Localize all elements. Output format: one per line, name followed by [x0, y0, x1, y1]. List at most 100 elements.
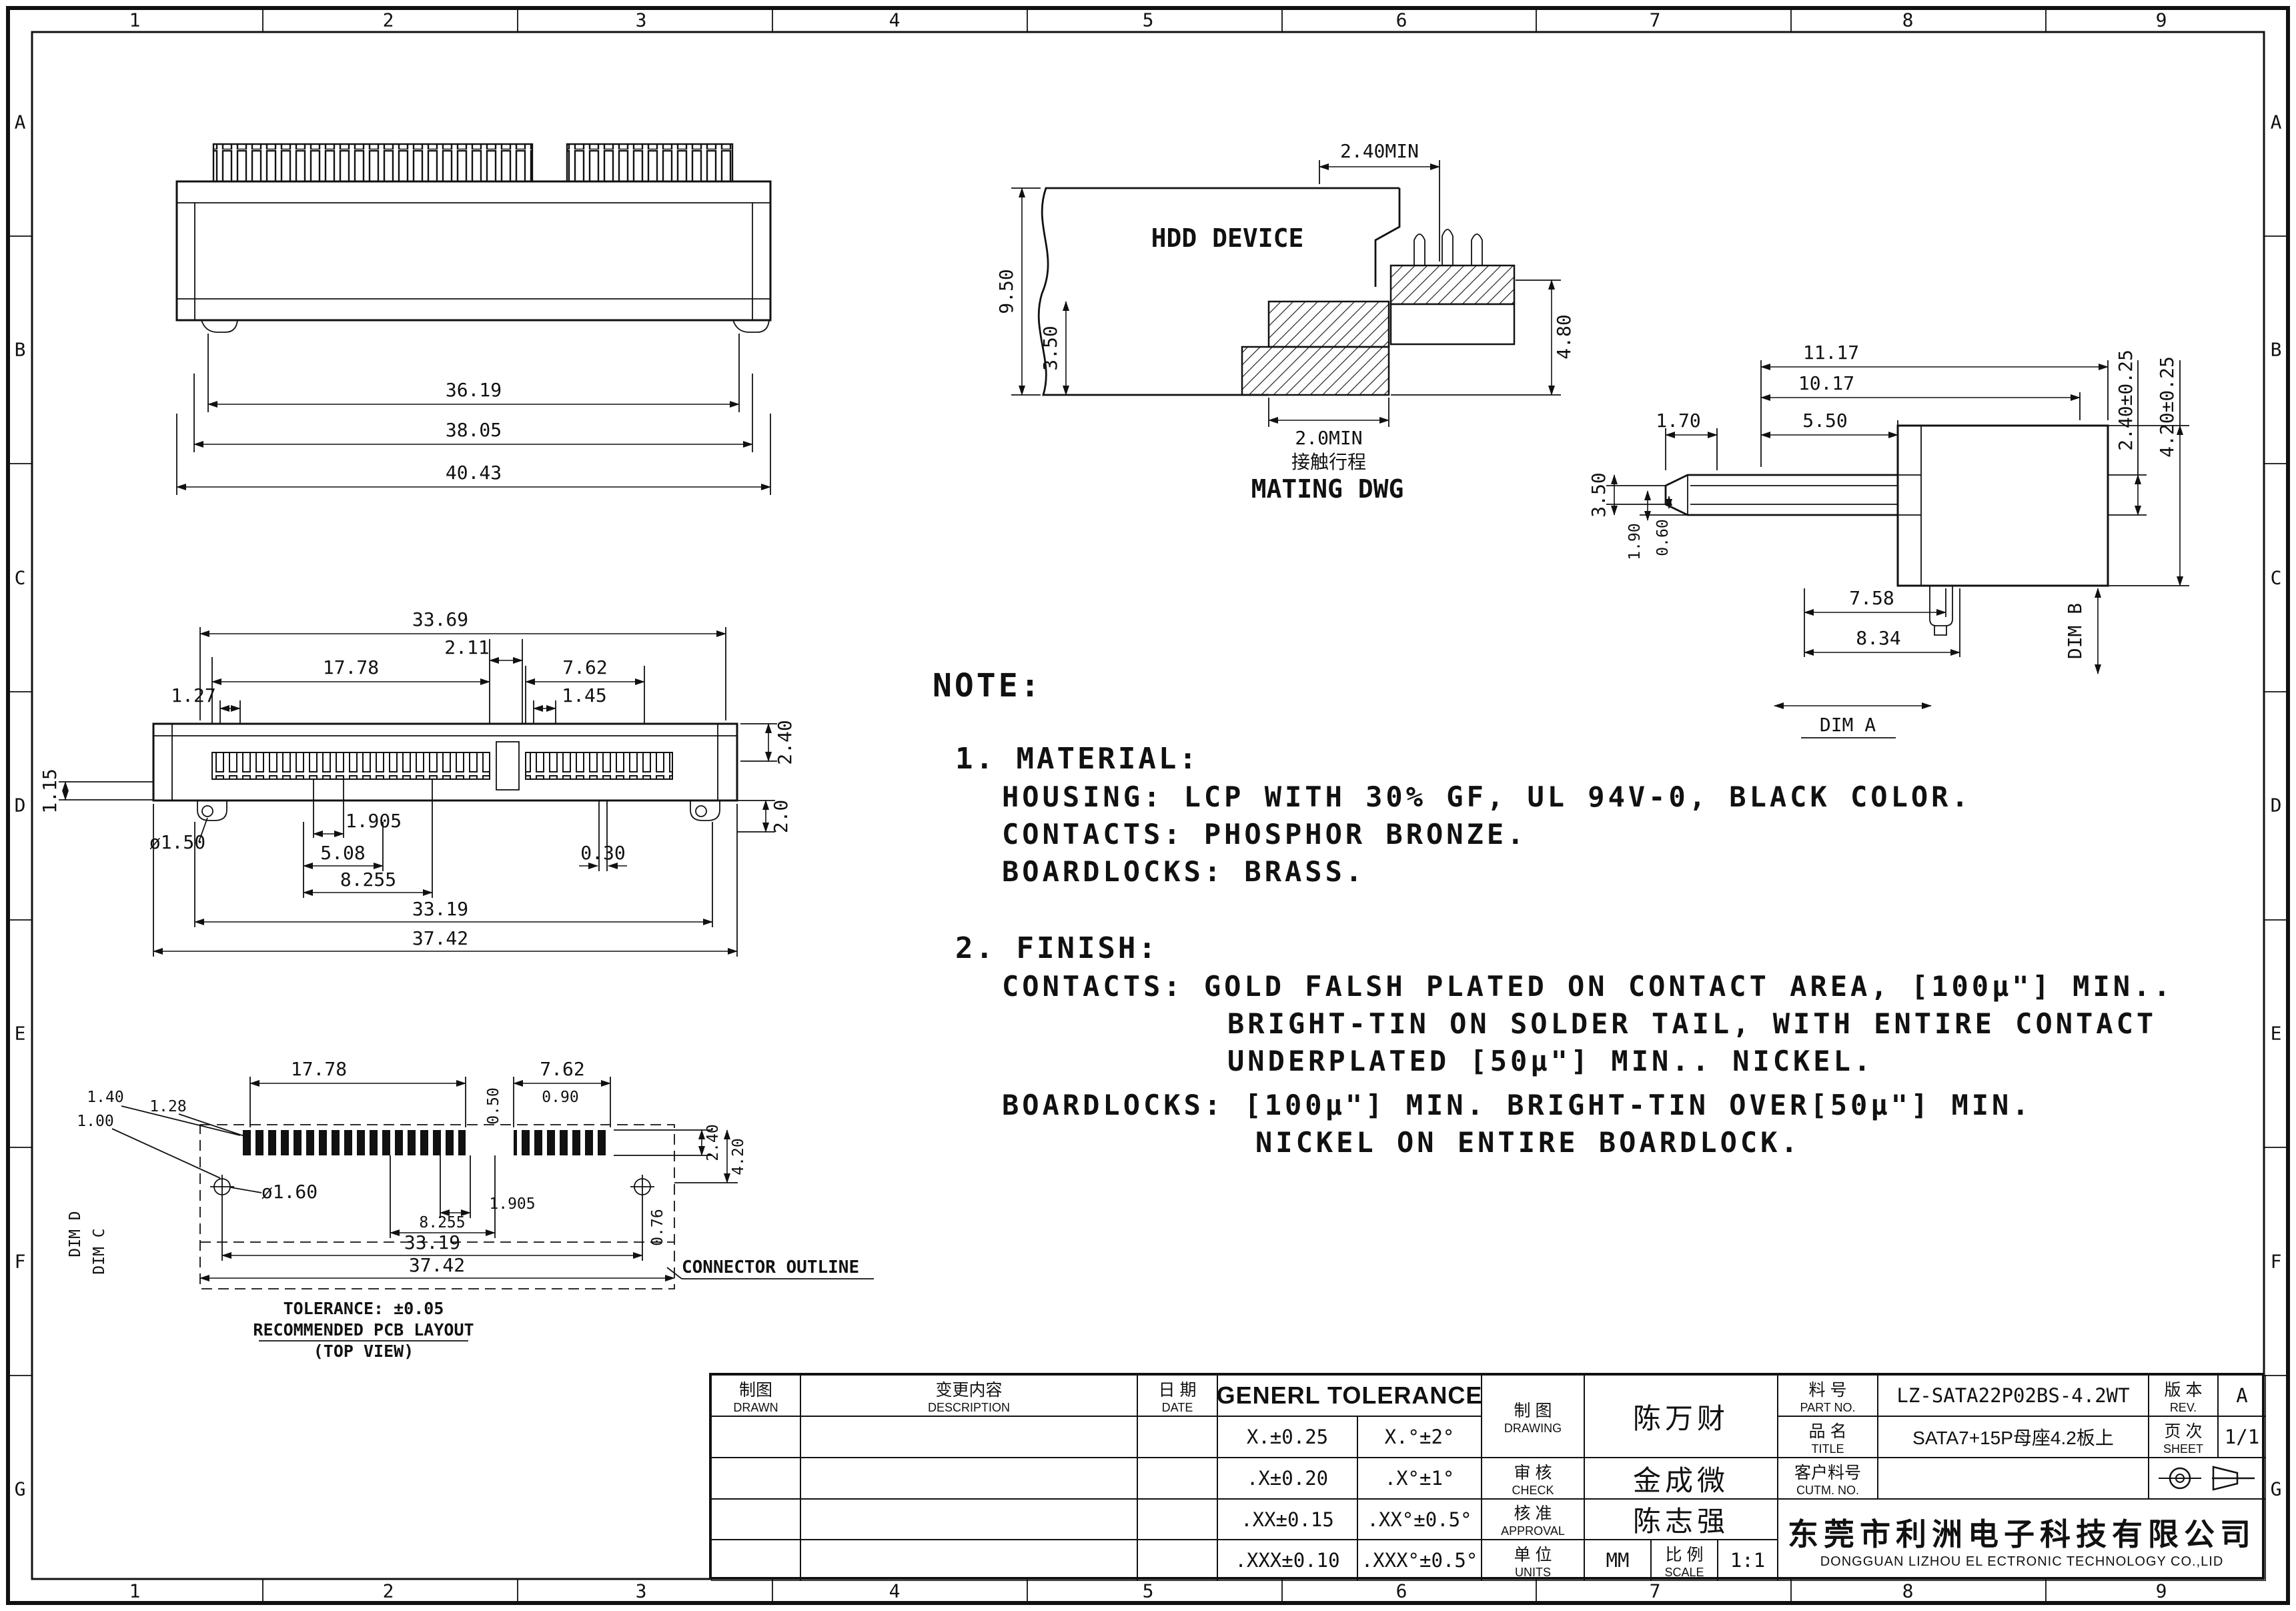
tol-angle-4: .XXX°±0.5° [1361, 1549, 1478, 1572]
grid-row-label: F [14, 1250, 26, 1273]
side-dim-11-17: 11.17 [1803, 342, 1859, 364]
cell-date-header: 日 期 DATE [1137, 1375, 1217, 1416]
pcb-dim-17-78: 17.78 [291, 1058, 347, 1080]
units-value: MM [1606, 1549, 1630, 1572]
grid-row-label: D [2270, 794, 2282, 817]
note-line: BRIGHT-TIN ON SOLDER TAIL, WITH ENTIRE C… [1227, 1007, 2157, 1040]
mating-dim-2-40min: 2.40MIN [1340, 140, 1419, 162]
cell-drawn-header: 制图 DRAWN [711, 1375, 800, 1416]
side-dim-3-50: 3.50 [1588, 472, 1610, 517]
grid-row-label: C [14, 566, 26, 589]
approval-label-en: APPROVAL [1501, 1524, 1565, 1538]
approval-name: 陈志强 [1632, 1506, 1729, 1537]
pcb-top-view-caption: (TOP VIEW) [314, 1341, 414, 1361]
rev-label-cn: 版 本 [2164, 1380, 2203, 1400]
dim-33-19: 33.19 [412, 898, 468, 920]
cell-description-header: 变更内容 DESCRIPTION [800, 1375, 1137, 1416]
pcb-dim-1-905: 1.905 [489, 1195, 535, 1213]
scale-value: 1:1 [1730, 1549, 1766, 1572]
tol-linear-1: X.±0.25 [1246, 1426, 1329, 1448]
pcb-dim-d-label: DIM D [67, 1211, 84, 1257]
grid-row-label: B [2270, 338, 2282, 361]
pcb-dim-1-40: 1.40 [87, 1089, 123, 1106]
pcb-dim-7-62: 7.62 [540, 1058, 584, 1080]
empty-cell [800, 1458, 1137, 1499]
cell-company: 东莞市利洲电子科技有限公司 DONGGUAN LIZHOU EL ECTRONI… [1778, 1499, 2266, 1581]
note-line: NICKEL ON ENTIRE BOARDLOCK. [1255, 1126, 1801, 1159]
units-label-en: UNITS [1515, 1565, 1551, 1579]
cell-tol-linear-3: .XX±0.15 [1217, 1499, 1357, 1540]
pcb-dim-0-90: 0.90 [542, 1089, 578, 1106]
cell-sheet-value: 1/1 [2218, 1416, 2266, 1458]
note-line: CONTACTS: GOLD FALSH PLATED ON CONTACT A… [1002, 970, 2174, 1003]
grid-col-label: 2 [382, 1580, 394, 1602]
view-top-connector: 36.19 38.05 40.43 [175, 143, 772, 495]
grid-row-label: E [2270, 1022, 2282, 1045]
mating-dim-3-50: 3.50 [1039, 326, 1061, 370]
dim-d1-50: ø1.50 [149, 831, 205, 853]
cell-scale-value: 1:1 [1718, 1540, 1778, 1581]
grid-col-label: 4 [889, 1580, 901, 1602]
dim-2-40: 2.40 [774, 720, 796, 764]
cell-tol-linear-1: X.±0.25 [1217, 1416, 1357, 1458]
grid-col-label: 8 [1902, 9, 1914, 31]
pin-teeth-left [212, 143, 534, 183]
tol-angle-1: X.°±2° [1384, 1426, 1455, 1448]
dim-1-45: 1.45 [562, 684, 606, 706]
dim-38-05: 38.05 [446, 419, 502, 441]
sheet-label-en: SHEET [2163, 1442, 2203, 1456]
pcb-dim-1-28: 1.28 [149, 1098, 186, 1115]
cell-projection-symbol [2149, 1458, 2266, 1499]
grid-col-label: 6 [1395, 9, 1407, 31]
empty-cell [800, 1416, 1137, 1458]
note-line: BOARDLOCKS: BRASS. [1002, 855, 1366, 888]
grid-col-label: 8 [1902, 1580, 1914, 1602]
pcb-dim-4-20: 4.20 [730, 1138, 747, 1175]
pcb-dim-c-label: DIM C [91, 1228, 108, 1274]
side-dim-10-17: 10.17 [1798, 372, 1854, 394]
note-finish-heading: 2. FINISH: [955, 931, 1159, 965]
view-side: 11.17 10.17 1.70 5.50 2.40±0.25 4.20±0.2… [1588, 342, 2189, 738]
note-material-heading: 1. MATERIAL: [955, 742, 1199, 776]
customer-label-en: CUTM. NO. [1796, 1483, 1859, 1497]
cell-tol-angle-4: .XXX°±0.5° [1357, 1540, 1482, 1581]
dim-8-255: 8.255 [340, 869, 396, 891]
scale-label-cn: 比 例 [1665, 1545, 1704, 1564]
dim-1-27: 1.27 [171, 684, 215, 706]
pcb-dim-d1-60: ø1.60 [261, 1181, 318, 1203]
date-label-en: DATE [1161, 1400, 1193, 1414]
mating-contact-travel: 接触行程 [1291, 451, 1366, 473]
tol-angle-2: .X°±1° [1384, 1467, 1455, 1490]
grid-col-label: 9 [2155, 1580, 2167, 1602]
rev-label-en: REV. [2169, 1400, 2197, 1414]
pcb-dim-37-42: 37.42 [409, 1254, 465, 1276]
grid-row-label: G [14, 1478, 26, 1500]
dim-17-78: 17.78 [323, 656, 379, 678]
grid-row-label: D [14, 794, 26, 817]
description-label-en: DESCRIPTION [927, 1400, 1010, 1414]
cell-sheet-label: 页 次 SHEET [2149, 1416, 2218, 1458]
view-front-connector: 33.69 2.11 17.78 7.62 1.27 1.45 2.40 1.1… [39, 608, 796, 957]
title-label-en: TITLE [1811, 1442, 1844, 1456]
drawing-name: 陈万财 [1632, 1402, 1729, 1434]
cell-drawing-name: 陈万财 [1584, 1375, 1778, 1458]
dim-1-15: 1.15 [39, 768, 61, 813]
scale-label-en: SCALE [1664, 1565, 1704, 1579]
tol-angle-3: .XX°±0.5° [1367, 1508, 1472, 1531]
side-dim-1-90: 1.90 [1626, 523, 1644, 560]
pcb-dim-2-40: 2.40 [704, 1124, 722, 1161]
cell-rev-label: 版 本 REV. [2149, 1375, 2218, 1416]
pcb-layout-caption: RECOMMENDED PCB LAYOUT [253, 1320, 474, 1339]
pcb-pads-left [240, 1130, 466, 1155]
company-name-cn: 东莞市利洲电子科技有限公司 [1788, 1517, 2256, 1552]
cell-tol-angle-3: .XX°±0.5° [1357, 1499, 1482, 1540]
drawn-label-cn: 制图 [738, 1380, 772, 1400]
empty-cell [711, 1540, 800, 1581]
view-pcb-layout: 17.78 7.62 1.40 1.28 1.00 0.50 0.90 2.40… [67, 1058, 874, 1361]
title-value: SATA7+15P母座4.2板上 [1912, 1428, 2114, 1448]
pcb-pads-right [514, 1130, 610, 1155]
part-no-label-en: PART NO. [1800, 1400, 1856, 1414]
cell-tol-angle-2: .X°±1° [1357, 1458, 1482, 1499]
pcb-dim-0-76: 0.76 [649, 1209, 666, 1245]
